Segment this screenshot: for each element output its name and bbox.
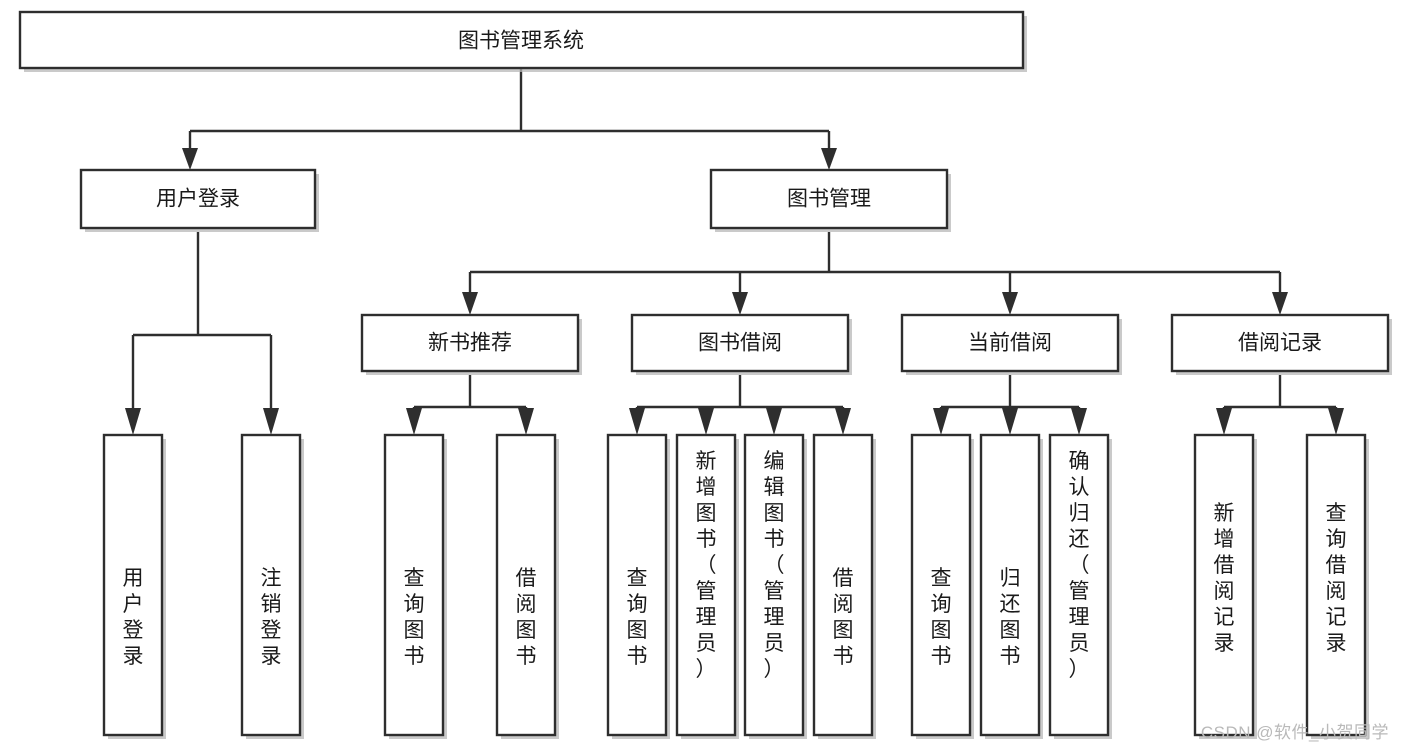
node-leaf-logout-login-label: 注销登录 <box>261 567 282 668</box>
arrowhead-borrow-record <box>1272 292 1288 315</box>
node-leaf-query-record[interactable]: 查询借阅记录 <box>1305 433 1369 739</box>
node-leaf-return-book-label: 归还图书 <box>1000 567 1021 668</box>
node-root-label: 图书管理系统 <box>458 30 584 53</box>
node-new-book-recommend-label: 新书推荐 <box>428 332 512 355</box>
connector-group <box>125 68 1344 435</box>
arrowhead-leaf-query-book-3 <box>933 408 949 435</box>
node-leaf-query-book-1-label: 查询图书 <box>404 567 425 668</box>
arrowhead-leaf-borrow-book-1 <box>518 408 534 435</box>
node-leaf-query-record-label: 查询借阅记录 <box>1326 502 1347 655</box>
node-leaf-add-record[interactable]: 新增借阅记录 <box>1193 433 1257 739</box>
node-leaf-user-login-label: 用户登录 <box>123 567 144 668</box>
node-leaf-add-book-label: 新增图书（管理员） <box>696 450 717 681</box>
node-leaf-query-book-2-label: 查询图书 <box>627 567 648 668</box>
node-book-manage[interactable]: 图书管理 <box>709 168 951 232</box>
node-leaf-borrow-book-1[interactable]: 借阅图书 <box>495 433 559 739</box>
node-leaf-edit-book-label: 编辑图书（管理员） <box>764 450 785 681</box>
arrowhead-book-borrow <box>732 292 748 315</box>
csdn-watermark: CSDN @软件_小贺同学 <box>1200 723 1389 742</box>
node-root[interactable]: 图书管理系统 <box>18 10 1027 72</box>
node-leaf-query-book-2[interactable]: 查询图书 <box>606 433 670 739</box>
arrowhead-leaf-confirm-return <box>1071 408 1087 435</box>
arrowhead-user-login <box>182 148 198 170</box>
node-leaf-add-book[interactable]: 新增图书（管理员） <box>675 433 739 739</box>
arrowhead-leaf-add-book <box>698 408 714 435</box>
arrowhead-new-book <box>462 292 478 315</box>
node-leaf-add-record-label: 新增借阅记录 <box>1214 502 1235 655</box>
arrowhead-leaf-query-record <box>1328 408 1344 435</box>
arrowhead-book-manage <box>821 148 837 170</box>
arrowhead-leaf-return-book <box>1002 408 1018 435</box>
node-leaf-return-book[interactable]: 归还图书 <box>979 433 1043 739</box>
arrowhead-leaf-add-record <box>1216 408 1232 435</box>
node-leaf-edit-book[interactable]: 编辑图书（管理员） <box>743 433 807 739</box>
node-leaf-logout-login[interactable]: 注销登录 <box>240 433 304 739</box>
node-leaf-confirm-return-label: 确认归还（管理员） <box>1069 450 1090 681</box>
node-book-borrow[interactable]: 图书借阅 <box>630 313 852 375</box>
node-leaf-user-login[interactable]: 用户登录 <box>102 433 166 739</box>
node-leaf-query-book-1[interactable]: 查询图书 <box>383 433 447 739</box>
arrowhead-leaf-edit-book <box>766 408 782 435</box>
arrowhead-leaf-user-login <box>125 408 141 435</box>
node-user-login-label: 用户登录 <box>156 188 240 211</box>
node-leaf-borrow-book-1-label: 借阅图书 <box>516 567 537 668</box>
arrowhead-leaf-borrow-book-2 <box>835 408 851 435</box>
node-leaf-borrow-book-2[interactable]: 借阅图书 <box>812 433 876 739</box>
arrowhead-leaf-logout-login <box>263 408 279 435</box>
node-current-borrow[interactable]: 当前借阅 <box>900 313 1122 375</box>
node-borrow-record-label: 借阅记录 <box>1238 332 1322 355</box>
node-user-login[interactable]: 用户登录 <box>79 168 319 232</box>
node-leaf-borrow-book-2-label: 借阅图书 <box>833 567 854 668</box>
node-leaf-confirm-return[interactable]: 确认归还（管理员） <box>1048 433 1112 739</box>
node-current-borrow-label: 当前借阅 <box>968 332 1052 355</box>
node-leaf-query-book-3[interactable]: 查询图书 <box>910 433 974 739</box>
arrowhead-leaf-query-book-1 <box>406 408 422 435</box>
arrowhead-leaf-query-book-2 <box>629 408 645 435</box>
node-book-borrow-label: 图书借阅 <box>698 332 782 355</box>
node-book-manage-label: 图书管理 <box>787 188 871 211</box>
node-new-book-recommend[interactable]: 新书推荐 <box>360 313 582 375</box>
arrowhead-current-borrow <box>1002 292 1018 315</box>
node-leaf-query-book-3-label: 查询图书 <box>931 567 952 668</box>
node-borrow-record[interactable]: 借阅记录 <box>1170 313 1392 375</box>
